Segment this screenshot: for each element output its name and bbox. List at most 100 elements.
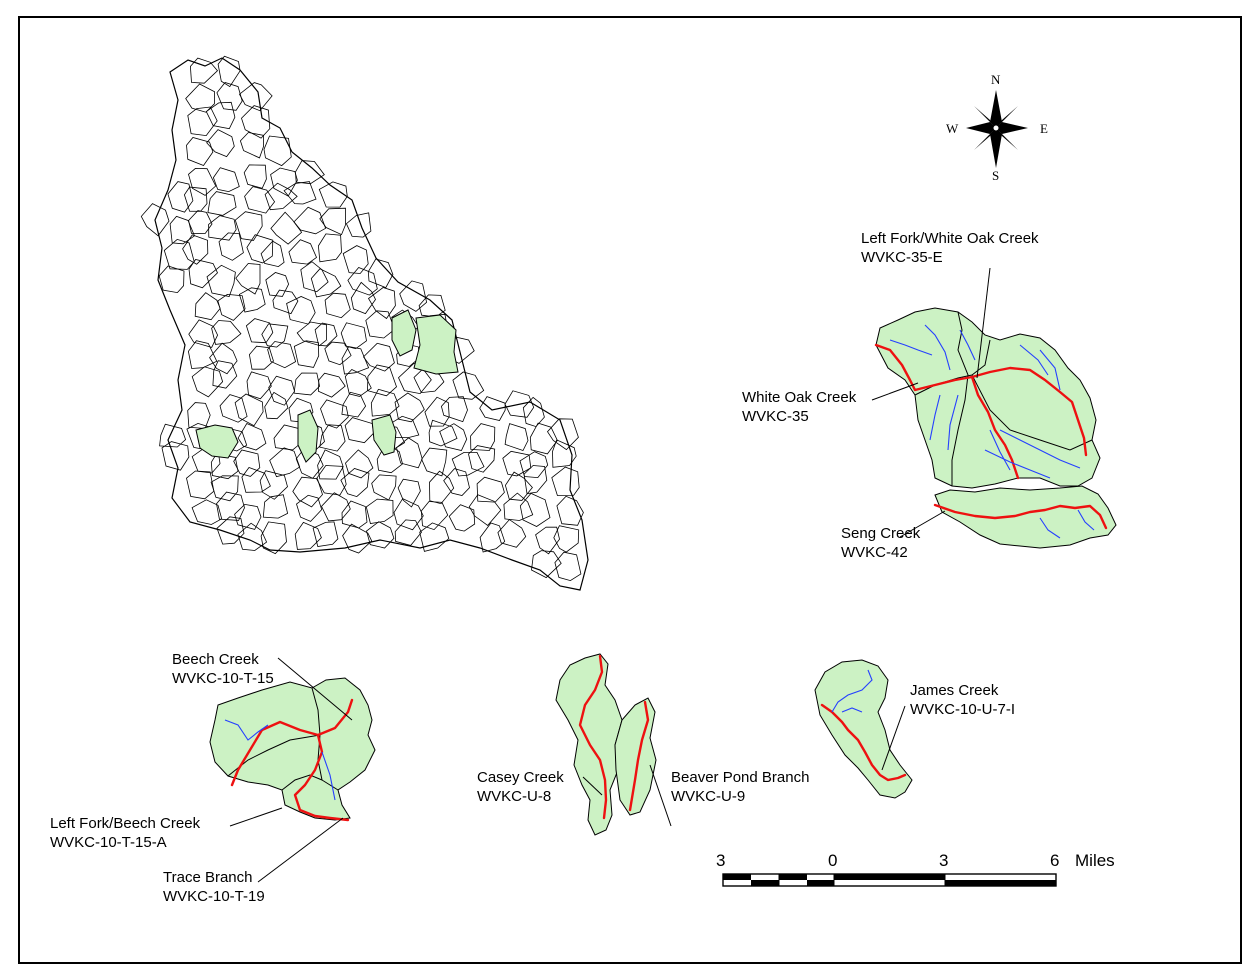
basin-subwatershed (270, 211, 303, 245)
leader-line (582, 776, 603, 796)
basin-subwatershed (246, 371, 272, 400)
basin-subwatershed (169, 215, 195, 245)
basin-subwatershed (396, 343, 421, 367)
basin-subwatershed (394, 392, 425, 423)
main-stem-stream (578, 654, 608, 820)
leader-line (881, 705, 906, 771)
compass-center (992, 124, 1000, 132)
basin-subwatershed (429, 470, 455, 505)
basin-subwatershed (294, 521, 322, 550)
basin-subwatershed (440, 396, 468, 423)
main-stem-stream (230, 698, 354, 787)
basin-subwatershed (503, 492, 534, 521)
label-code: WVKC-10-T-19 (163, 888, 265, 905)
basin-subwatershed (319, 207, 347, 236)
beech-subdivision (311, 687, 339, 791)
basin-subwatershed (207, 191, 237, 216)
seng-watershed (934, 485, 1117, 549)
main-stem-stream (874, 343, 1088, 457)
basin-subwatershed (158, 265, 185, 294)
tributary-stream (959, 329, 976, 361)
basin-subwatershed (206, 129, 235, 158)
main-stem-stream (933, 503, 1108, 530)
beech-watershed (209, 677, 376, 821)
basin-subwatershed (504, 390, 535, 418)
scale-tick-label: 6 (1050, 851, 1059, 870)
basin-subwatershed (194, 292, 221, 321)
scale-segment (751, 880, 779, 886)
basin-highlight (371, 414, 397, 456)
label-code: WVKC-U-9 (671, 788, 745, 805)
basin-subwatershed (448, 504, 476, 532)
basin-subwatershed (188, 259, 218, 289)
basin-subwatershed (552, 439, 577, 468)
basin-subwatershed (519, 492, 551, 527)
basin-subwatershed (451, 451, 485, 477)
basin-subwatershed (244, 186, 276, 214)
basin-subwatershed (428, 419, 458, 447)
basin-subwatershed (443, 468, 470, 496)
basin-subwatershed (316, 465, 347, 496)
basin-subwatershed (263, 135, 292, 167)
main-stem-stream (820, 703, 907, 782)
leader-line (277, 657, 353, 721)
basin-subwatershed (189, 57, 219, 84)
compass-arm (974, 106, 996, 128)
compass-arm (974, 128, 996, 150)
basin-subwatershed (535, 526, 560, 555)
basin-subwatershed (345, 212, 372, 238)
label-name: Beech Creek (172, 651, 259, 668)
scale-tick-label: 3 (939, 851, 948, 870)
compass-arm (996, 106, 1018, 128)
basin-subwatershed (479, 396, 506, 421)
basin-subwatershed (288, 239, 317, 265)
basin-subwatershed (350, 281, 376, 315)
main-stem-stream (293, 733, 350, 822)
tributary-stream (321, 751, 336, 801)
label-name: Casey Creek (477, 769, 564, 786)
basin-subwatershed (234, 393, 264, 427)
label-code: WVKC-35 (742, 408, 809, 425)
basin-subwatershed (191, 499, 223, 525)
scale-segment (807, 880, 834, 886)
basin-subwatershed (212, 360, 238, 389)
scale-segment (723, 874, 751, 880)
basin-subwatershed (546, 418, 579, 451)
tributary-stream (999, 429, 1081, 469)
basin-subwatershed (424, 396, 450, 427)
basin-subwatershed (504, 423, 529, 451)
label-name: Seng Creek (841, 525, 921, 542)
label-name: Left Fork/Beech Creek (50, 815, 201, 832)
basin-subwatershed (246, 234, 274, 264)
basin-subwatershed (261, 323, 289, 348)
basin-subwatershed (504, 471, 533, 501)
basin-subwatershed (259, 470, 288, 500)
basin-subwatershed (320, 399, 349, 429)
leader-line (649, 764, 672, 827)
basin-subwatershed (234, 211, 263, 241)
basin-subwatershed (420, 501, 449, 531)
basin-subwatershed (367, 287, 396, 320)
tributary-stream (984, 449, 1051, 479)
basin-subwatershed (439, 423, 468, 451)
label-code: WVKC-10-U-7-I (910, 701, 1015, 718)
compass-rose: N S E W (946, 72, 1048, 183)
basin-subwatershed (342, 245, 369, 274)
inset-white-oak-seng (874, 307, 1117, 549)
basin-subwatershed (206, 264, 236, 297)
basin-subwatershed (269, 447, 301, 478)
basin-subwatersheds (140, 55, 584, 582)
scale-tick-label: 0 (828, 851, 837, 870)
basin-highlight (391, 309, 417, 357)
basin-subwatershed (163, 238, 195, 270)
tributary-stream (929, 394, 941, 441)
basin-highlight (413, 314, 459, 375)
basin-subwatershed (396, 437, 423, 469)
basin-subwatershed (367, 364, 397, 397)
basin-subwatershed (452, 371, 485, 400)
basin-subwatershed (238, 287, 266, 313)
basin-subwatershed (188, 210, 213, 234)
basin-subwatershed (216, 82, 243, 111)
basin-subwatershed (365, 498, 394, 524)
